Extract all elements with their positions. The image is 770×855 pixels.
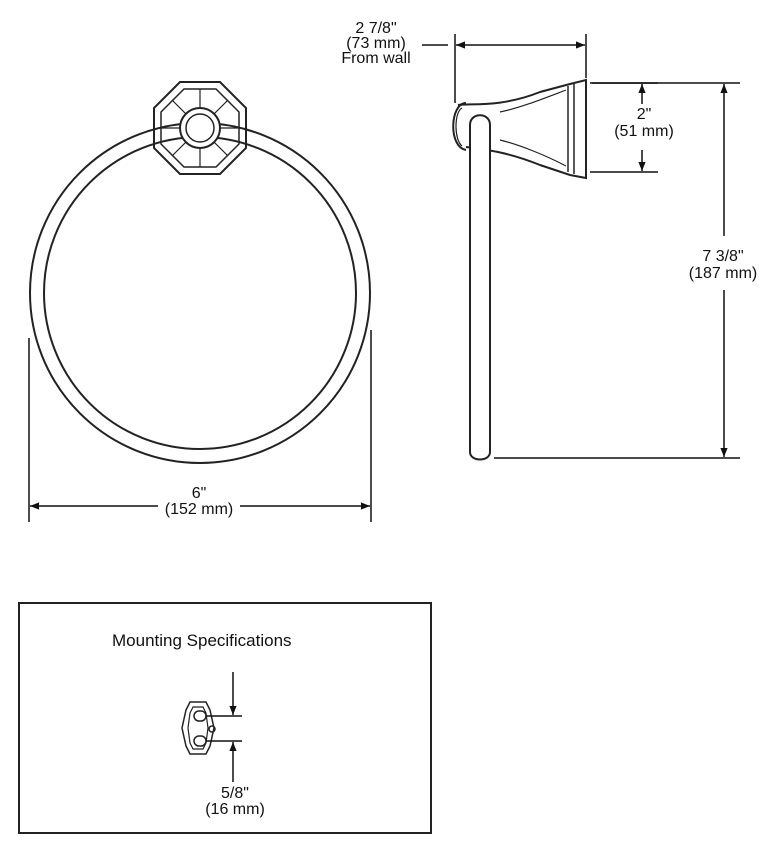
escutcheon-front xyxy=(153,81,247,175)
mounting-spacing-label: 5/8" (16 mm) xyxy=(190,786,280,818)
ring-inner-edge xyxy=(43,136,357,450)
mounting-specifications-panel xyxy=(18,602,432,834)
height-metric: (187 mm) xyxy=(688,265,758,282)
projection-dimension-label: 2 7/8" (73 mm) From wall xyxy=(330,20,422,67)
flange-imperial: 2" xyxy=(636,106,652,123)
width-dimension-label: 6" (152 mm) xyxy=(158,486,240,518)
mounting-title: Mounting Specifications xyxy=(112,631,292,650)
mounting-spacing-metric: (16 mm) xyxy=(205,801,265,818)
flange-dimension-label: 2" (51 mm) xyxy=(604,106,684,140)
projection-metric: (73 mm) xyxy=(346,35,406,52)
projection-imperial: 2 7/8" xyxy=(355,20,397,37)
height-dimension-label: 7 3/8" (187 mm) xyxy=(676,248,770,282)
towel-ring-front-view xyxy=(29,81,371,464)
width-metric: (152 mm) xyxy=(164,501,234,518)
mounting-spacing-imperial: 5/8" xyxy=(221,785,249,802)
width-dimension xyxy=(28,330,372,522)
height-imperial: 7 3/8" xyxy=(702,248,744,265)
projection-note: From wall xyxy=(341,50,411,67)
height-dimension xyxy=(494,82,740,459)
flange-metric: (51 mm) xyxy=(614,123,674,140)
projection-dimension xyxy=(422,34,587,103)
mounting-spacing-dimension xyxy=(206,672,242,782)
towel-ring-side-view xyxy=(452,78,587,461)
width-imperial: 6" xyxy=(191,485,207,502)
